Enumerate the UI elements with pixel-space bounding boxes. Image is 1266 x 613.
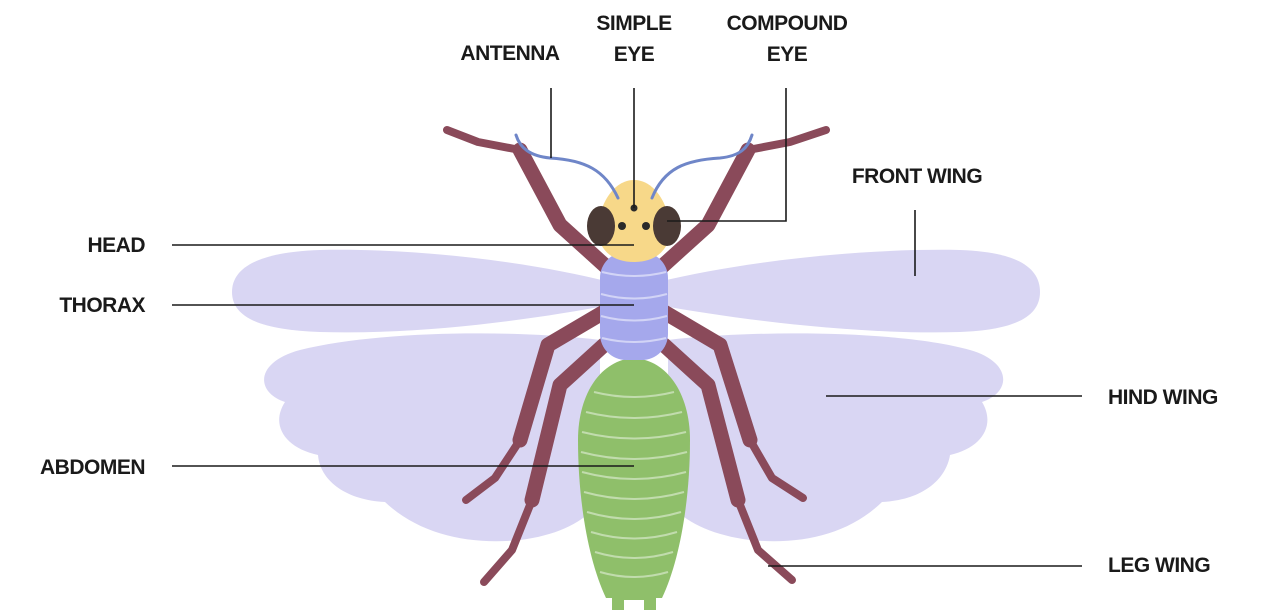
compound-eye-right: [653, 206, 681, 246]
front-leg-right-tip: [748, 130, 826, 150]
label-simple-eye-line2: EYE: [614, 43, 655, 66]
label-simple-eye-line1: SIMPLE: [596, 12, 672, 35]
thorax-body: [600, 252, 668, 360]
label-head: HEAD: [87, 234, 145, 257]
abdomen-tip: [612, 596, 656, 610]
label-abdomen: ABDOMEN: [40, 456, 145, 479]
label-front-wing: FRONT WING: [852, 165, 982, 188]
label-leg-wing: LEG WING: [1108, 554, 1210, 577]
front-leg-left-tip: [447, 130, 520, 150]
label-hind-wing: HIND WING: [1108, 386, 1218, 409]
simple-eye-left: [618, 222, 626, 230]
label-thorax: THORAX: [59, 294, 145, 317]
label-compound-eye-line1: COMPOUND: [727, 12, 848, 35]
simple-eye-right: [642, 222, 650, 230]
label-compound-eye-line2: EYE: [767, 43, 808, 66]
front-wing-left: [232, 250, 610, 333]
front-wing-right: [658, 250, 1040, 333]
label-antenna: ANTENNA: [460, 42, 559, 65]
compound-eye-left: [587, 206, 615, 246]
abdomen: [578, 358, 690, 610]
thorax: [600, 252, 668, 360]
